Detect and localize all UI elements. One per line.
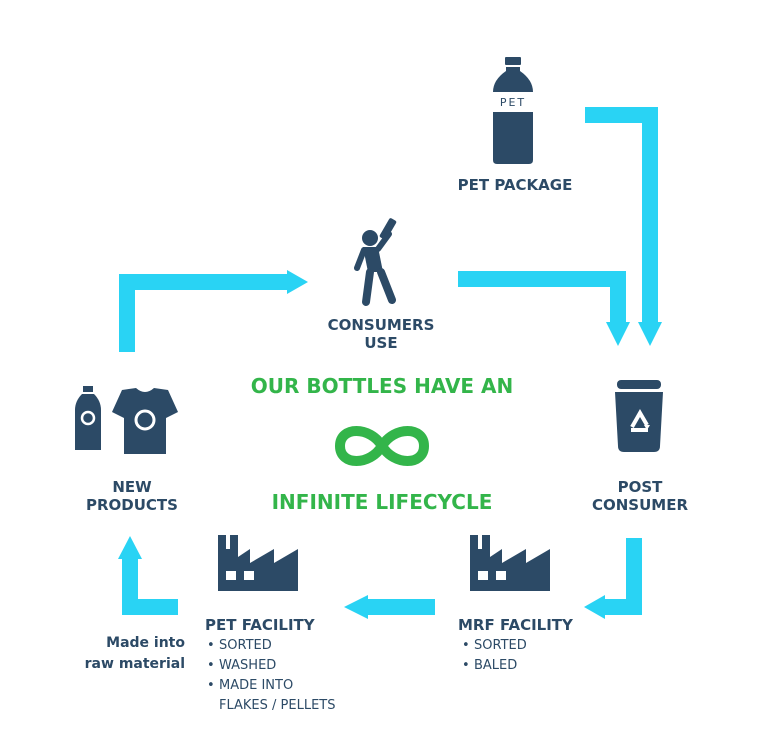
headline-line-2: INFINITE LIFECYCLE	[271, 490, 493, 514]
arrow-consumers-to-post	[458, 271, 626, 325]
headline-line-1: OUR BOTTLES HAVE AN	[250, 374, 514, 398]
infinity-icon	[335, 426, 429, 466]
raw-material-line-2: raw material	[84, 656, 185, 672]
bottle-icon: PET	[493, 57, 533, 164]
list-item: •MADE INTO	[207, 678, 294, 693]
arrow-post-to-mrf	[602, 538, 642, 615]
small-bottle-icon	[75, 386, 101, 450]
arrowhead-left-mrf	[584, 595, 605, 619]
consumers-use-label: CONSUMERS USE	[306, 316, 456, 352]
arrowhead-right-consumers	[287, 270, 308, 294]
recycle-bin-icon	[615, 380, 663, 452]
arrow-new-to-consumers	[119, 274, 290, 352]
list-item: •WASHED	[207, 658, 277, 673]
arrowhead-down-package	[638, 322, 662, 346]
raw-material-note: Made into raw material	[60, 633, 185, 675]
bottle-label-text: PET	[500, 96, 526, 109]
pet-facility-label: PET FACILITY	[205, 616, 315, 634]
arrow-pet-to-new	[122, 556, 178, 615]
list-item: FLAKES / PELLETS	[219, 698, 336, 713]
arrow-package-to-post	[585, 107, 658, 325]
mrf-facility-label: MRF FACILITY	[458, 616, 573, 634]
list-item: •SORTED	[462, 638, 527, 653]
list-item: •BALED	[462, 658, 518, 673]
consumers-use-line-2: USE	[364, 334, 398, 352]
arrowhead-down-consumers	[606, 322, 630, 346]
post-consumer-label: POST CONSUMER	[570, 478, 710, 514]
new-products-line-1: NEW	[112, 478, 152, 496]
pet-package-text: PET PACKAGE	[457, 176, 573, 194]
consumers-use-line-1: CONSUMERS	[327, 316, 435, 334]
pet-package-label: PET PACKAGE	[440, 176, 590, 194]
post-consumer-line-2: CONSUMER	[591, 496, 689, 514]
tshirt-icon	[112, 388, 178, 454]
post-consumer-line-1: POST	[617, 478, 663, 496]
arrow-heads	[118, 270, 662, 619]
arrowhead-left-pet	[344, 595, 368, 619]
factory-icon	[470, 535, 550, 591]
arrowhead-up-new	[118, 536, 142, 559]
raw-material-line-1: Made into	[106, 635, 185, 651]
new-products-icons	[75, 386, 178, 454]
person-drinking-icon	[354, 218, 397, 306]
new-products-label: NEW PRODUCTS	[62, 478, 202, 514]
cycle-arrows	[119, 107, 658, 615]
pet-facility-bullets: •SORTED •WASHED •MADE INTO FLAKES / PELL…	[207, 636, 336, 716]
factory-icon	[218, 535, 298, 591]
new-products-line-2: PRODUCTS	[86, 496, 178, 514]
mrf-facility-bullets: •SORTED •BALED	[462, 636, 527, 676]
list-item: •SORTED	[207, 638, 272, 653]
